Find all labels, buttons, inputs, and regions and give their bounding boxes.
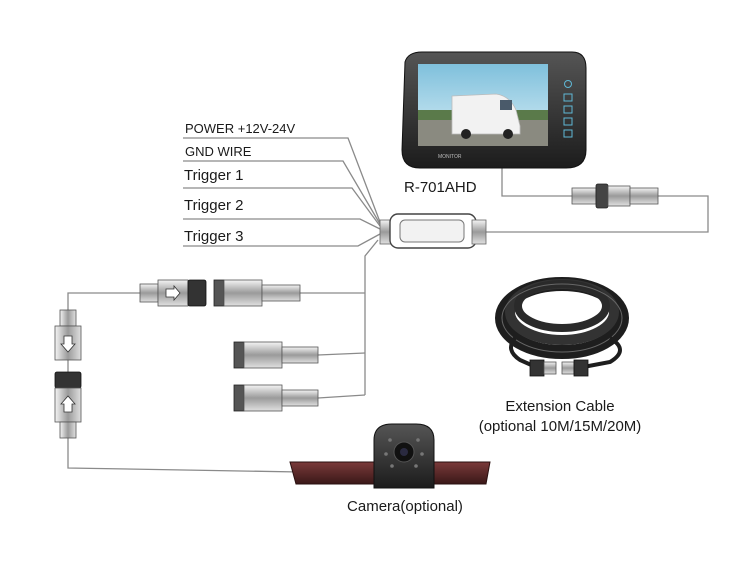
trigger2-wire: [183, 218, 381, 230]
trigger1-wire: [183, 187, 381, 227]
label-gnd: GND WIRE: [185, 144, 252, 159]
branch-low: [317, 394, 366, 399]
wires: [67, 137, 709, 473]
connector-top-right: [213, 279, 301, 307]
label-trigger3: Trigger 3: [184, 228, 244, 245]
monitor-model-label: R-701AHD: [404, 179, 477, 196]
label-power: POWER +12V-24V: [185, 121, 296, 136]
branch-mid: [317, 352, 366, 356]
connector-left-upper: [54, 309, 82, 361]
mirror-monitor: MONITOR: [401, 51, 587, 169]
label-trigger1: Trigger 1: [184, 167, 244, 184]
camera-unit: [289, 423, 491, 489]
extension-cable-coil: [495, 277, 629, 370]
camera-label: Camera(optional): [347, 498, 463, 515]
extension-cable-title: Extension Cable: [505, 398, 615, 415]
trunk-wire: [364, 239, 379, 395]
monitor-cable-connector: [571, 183, 659, 209]
box-to-monitor-wire: [484, 195, 709, 233]
connector-top-left: [139, 279, 207, 307]
camera-ir-leds: [384, 438, 424, 468]
extension-cable-subtitle: (optional 10M/15M/20M): [478, 418, 642, 435]
monitor-cable: [501, 168, 572, 197]
gnd-wire: [183, 160, 381, 225]
left-top-wire: [67, 292, 140, 310]
monitor-brand: MONITOR: [438, 154, 462, 160]
label-trigger2: Trigger 2: [184, 197, 244, 214]
connector-low: [233, 384, 319, 412]
power-wire: [183, 137, 381, 223]
connector-mid: [233, 341, 319, 369]
trigger3-wire: [183, 233, 381, 247]
left-bottom-wire: [67, 438, 301, 473]
connector-left-lower: [54, 371, 82, 439]
monitor-buttons: [563, 80, 573, 138]
extension-cable-connectors: [529, 359, 589, 377]
control-box: [379, 213, 487, 249]
van-image: [451, 93, 521, 139]
